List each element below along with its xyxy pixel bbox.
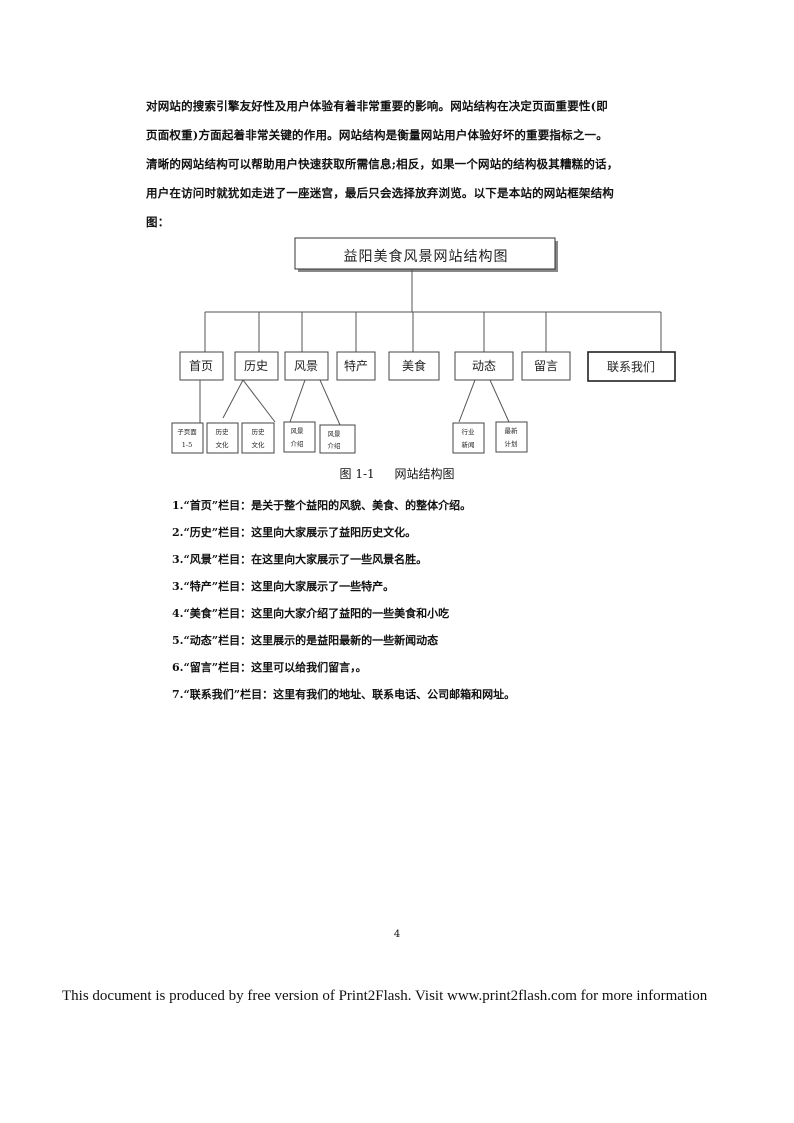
leaf-label: 文化	[252, 440, 266, 449]
diagram-root-title: 益阳美食风景网站结构图	[344, 248, 509, 265]
node-label: 留言	[534, 359, 558, 373]
list-item: 3.“特产”栏目：这里向大家展示了一些特产。	[172, 580, 395, 593]
list-item: 2.“历史”栏目：这里向大家展示了益阳历史文化。	[172, 526, 417, 539]
leaf-box	[495, 421, 528, 453]
leaf-box	[171, 422, 204, 454]
paragraph-line: 图：	[146, 215, 170, 229]
leaf-box	[241, 422, 275, 454]
paragraph-line: 页面权重)方面起着非常关键的作用。网站结构是衡量网站用户体验好坏的重要指标之一。	[146, 128, 608, 142]
footer-notice: This document is produced by free versio…	[62, 988, 708, 1004]
list-item: 3.“风景”栏目：在这里向大家展示了一些风景名胜。	[172, 553, 428, 566]
list-item: 4.“美食”栏目：这里向大家介绍了益阳的一些美食和小吃	[172, 607, 450, 620]
node-box-specialty	[336, 351, 376, 381]
leaf-label: 介绍	[291, 439, 305, 448]
leaf-label: 介绍	[328, 441, 342, 450]
figure-number: 图 1-1	[339, 467, 375, 481]
node-label: 联系我们	[607, 359, 655, 374]
intro-paragraph: 对网站的搜索引擎友好性及用户体验有着非常重要的影响。网站结构在决定页面重要性(即…	[146, 92, 656, 237]
leaf-label: 最新	[505, 426, 519, 435]
figure-caption: 图 1-1 网站结构图	[0, 465, 794, 482]
leaf-label: 新闻	[462, 440, 475, 449]
site-structure-diagram: 首页 历史 风景 特产 美食 动态 留言 联系我们 益阳美食风景网站结构图 子页…	[171, 237, 676, 454]
figure-title: 网站结构图	[394, 467, 455, 481]
node-label: 特产	[344, 358, 368, 373]
node-box-history	[234, 351, 279, 381]
node-box-food	[388, 351, 440, 381]
leaf-box	[452, 422, 485, 454]
leaf-box	[319, 424, 356, 454]
paragraph-line: 清晰的网站结构可以帮助用户快速获取所需信息;相反，如果一个网站的结构极其糟糕的话…	[146, 157, 619, 171]
list-item: 5.“动态”栏目：这里展示的是益阳最新的一些新闻动态	[172, 634, 439, 647]
leaf-label: 计划	[505, 439, 518, 448]
leaf-label: 子页面	[177, 428, 197, 436]
leaf-box	[283, 421, 316, 453]
node-label: 风景	[294, 359, 318, 373]
node-box-contact	[587, 351, 676, 382]
node-label: 动态	[472, 359, 496, 373]
page-number: 4	[393, 929, 401, 940]
leaf-label: 文化	[216, 440, 230, 449]
node-box-news	[454, 351, 514, 381]
node-label: 美食	[402, 358, 426, 373]
node-label: 历史	[244, 359, 268, 373]
leaf-label: 风景	[328, 430, 342, 438]
list-item: 1.“首页”栏目：是关于整个益阳的风貌、美食、的整体介绍。	[172, 499, 472, 512]
leaf-label: 1-5	[182, 441, 192, 449]
column-list: 1.“首页”栏目：是关于整个益阳的风貌、美食、的整体介绍。 2.“历史”栏目：这…	[172, 492, 515, 708]
node-box-scenery	[284, 351, 329, 381]
node-label: 首页	[189, 359, 213, 373]
leaf-label: 行业	[462, 427, 476, 436]
paragraph-line: 对网站的搜索引擎友好性及用户体验有着非常重要的影响。网站结构在决定页面重要性(即	[146, 99, 608, 113]
list-item: 6.“留言”栏目：这里可以给我们留言，。	[172, 661, 367, 674]
node-box-home	[179, 351, 224, 381]
node-box-message	[521, 351, 571, 381]
list-item: 7.“联系我们”栏目：这里有我们的地址、联系电话、公司邮箱和网址。	[172, 688, 516, 701]
leaf-label: 历史	[216, 427, 230, 436]
leaf-label: 历史	[252, 427, 266, 436]
paragraph-line: 用户在访问时就犹如走进了一座迷宫，最后只会选择放弃浏览。以下是本站的网站框架结构	[146, 186, 614, 200]
leaf-label: 风景	[291, 427, 305, 435]
leaf-box	[206, 422, 239, 454]
